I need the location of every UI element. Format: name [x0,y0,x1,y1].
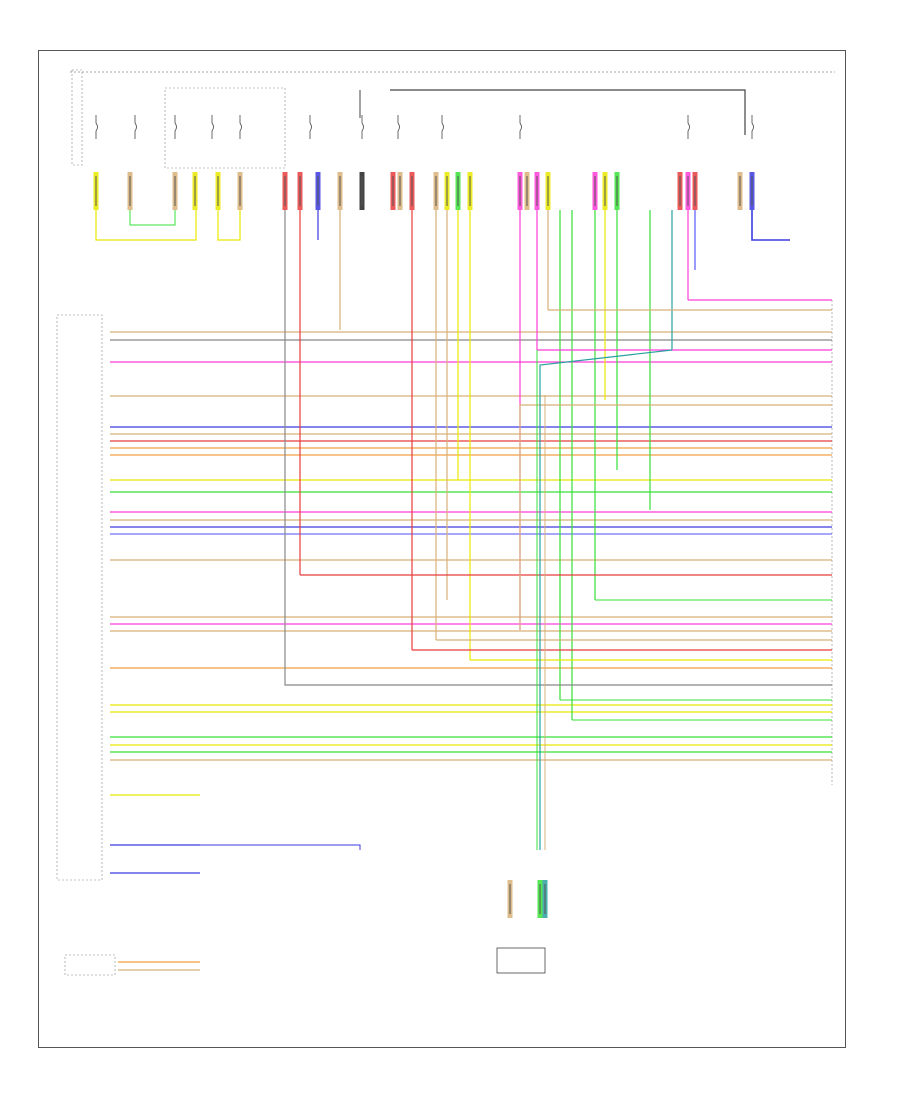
fuse-symbol [397,115,400,139]
green-loop [129,210,176,226]
connector-pin-stripe [526,176,528,206]
connector-pin-stripe [95,176,97,206]
connector-pin-stripe [509,884,511,914]
connector-pin-stripe [547,176,549,206]
connector-pin-stripe [339,176,341,206]
connector-pin-stripe [392,176,394,206]
cluster-connector-outline [64,954,116,976]
connector-pin-stripe [687,176,689,206]
pcm-connector-outline [56,314,103,881]
diagram-frame [38,50,846,1048]
connector-pin-stripe [519,176,521,206]
fuse-symbol [95,115,98,139]
fuse-symbol [239,115,242,139]
tan-bend-2 [519,404,832,630]
fuse-symbol [687,115,690,139]
connector-pin-stripe [679,176,681,206]
fuse-symbol [361,115,364,139]
connector-pin-stripe [446,176,448,206]
connector-pin-stripe [469,176,471,206]
connector-pin-stripe [239,176,241,206]
teal-run [539,349,673,850]
yellow-loop-2 [217,210,241,241]
fuse-group [95,115,754,139]
power-bus-line [390,89,746,135]
connector-pin-stripe [411,176,413,206]
connector-pin-stripe [435,176,437,206]
connector-pin-stripe [457,176,459,206]
connector-pin-stripe [751,176,753,206]
fuse-symbol [519,115,522,139]
relay-box [164,87,286,169]
fuse-symbol [309,115,312,139]
connector-pin-stripe [129,176,131,206]
connector-pin-stripe [594,176,596,206]
blue-branch [200,844,361,850]
fuse-symbol [751,115,754,139]
connector-pin-stripe [194,176,196,206]
connector-pin-stripe [317,176,319,206]
connector-pin-stripe [284,176,286,206]
connector-pin-stripe [539,884,541,914]
connector-pin-stripe [739,176,741,206]
connector-pin-stripe [616,176,618,206]
connector-pin-stripe [694,176,696,206]
connector-pin-stripe [544,884,546,914]
wire-group [95,210,832,971]
fuse-symbol [134,115,137,139]
gray-bend [284,575,832,686]
bottom-module-box [496,947,546,974]
blue-ground [751,210,790,241]
pin-group [93,172,755,918]
fuse-symbol [441,115,444,139]
connector-pin-stripe [399,176,401,206]
connector-pin-stripe [299,176,301,206]
fuse-box-outline [71,69,83,166]
connector-pin-stripe [361,176,363,206]
fuse-symbol [211,115,214,139]
fuse-symbol [174,115,177,139]
connector-pin-stripe [174,176,176,206]
connector-pin-stripe [217,176,219,206]
connector-pin-stripe [536,176,538,206]
yellow-loop [95,210,197,241]
connector-pin-stripe [604,176,606,206]
